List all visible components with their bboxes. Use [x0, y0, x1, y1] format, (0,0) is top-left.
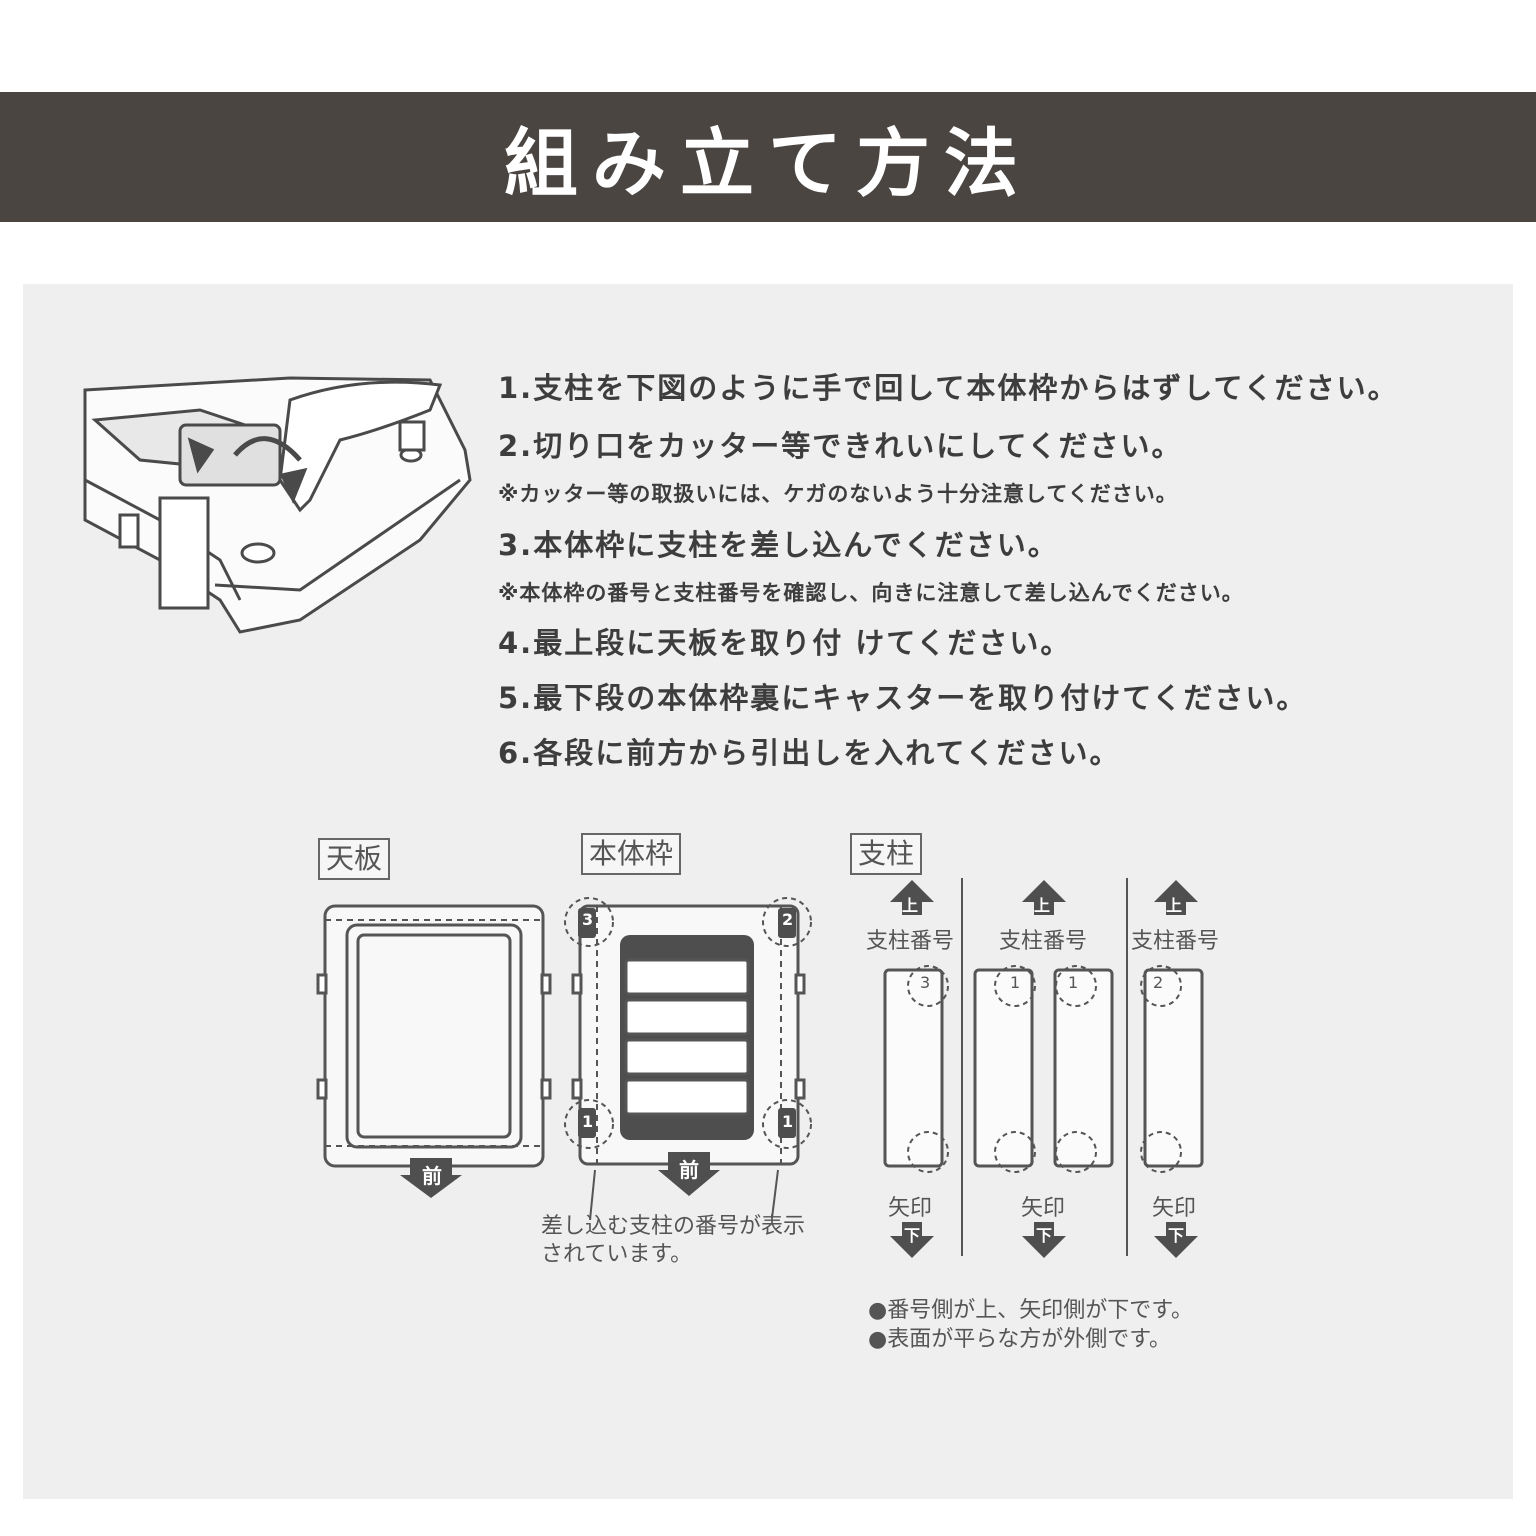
- main-frame-label: 本体枠: [581, 833, 682, 875]
- step-2-note: ※カッター等の取扱いには、ケガのないよう十分注意してください。: [498, 482, 1178, 506]
- front-arrow-top-board: [400, 1158, 462, 1198]
- corner-number-2: 2: [782, 910, 794, 929]
- post-number-label-3: 支柱番号: [1131, 929, 1220, 954]
- step-1: 1.支柱を下図のように手で回して本体枠からはずしてください。: [498, 371, 1399, 405]
- post-number-1a: 1: [1010, 973, 1021, 992]
- arrow-label-1: 矢印: [888, 1196, 933, 1221]
- top-board-drawing: [316, 904, 552, 1168]
- down-label-2: 下: [1036, 1226, 1053, 1245]
- post-number-2: 2: [1153, 973, 1164, 992]
- up-label-1: 上: [902, 896, 919, 915]
- up-label-2: 上: [1034, 896, 1051, 915]
- post-number-3: 3: [920, 973, 931, 992]
- step-6: 6.各段に前方から引出しを入れてください。: [498, 736, 1121, 770]
- up-arrows: [890, 880, 1198, 915]
- down-label-3: 下: [1168, 1226, 1185, 1245]
- corner-number-1-left: 1: [582, 1112, 594, 1131]
- front-arrow-main-frame: [658, 1152, 720, 1196]
- step-3-note: ※本体枠の番号と支柱番号を確認し、向きに注意して差し込んでください。: [498, 581, 1244, 605]
- arrow-label-2: 矢印: [1021, 1196, 1066, 1221]
- post-number-label-2: 支柱番号: [999, 929, 1088, 954]
- frame-twist-illustration: [83, 376, 472, 634]
- main-frame-caption-1: 差し込む支柱の番号が表示: [541, 1214, 806, 1239]
- step-3: 3.本体枠に支柱を差し込んでください。: [498, 528, 1059, 562]
- posts-label: 支柱: [850, 833, 923, 875]
- post-number-label-1: 支柱番号: [866, 929, 955, 954]
- step-2: 2.切り口をカッター等できれいにしてください。: [498, 429, 1183, 463]
- post-number-1b: 1: [1068, 973, 1079, 992]
- corner-number-3: 3: [582, 910, 594, 929]
- down-arrows: [890, 1222, 1198, 1258]
- top-board-label: 天板: [318, 838, 391, 880]
- main-frame-drawing: [564, 897, 812, 1221]
- page-title: 組み立て方法: [504, 120, 1032, 207]
- down-label-1: 下: [904, 1226, 921, 1245]
- title-banner: 組み立て方法: [0, 92, 1536, 222]
- posts-note-2: ●表面が平らな方が外側です。: [868, 1327, 1171, 1352]
- top-board-front-label: 前: [422, 1164, 442, 1188]
- main-frame-front-label: 前: [679, 1158, 699, 1182]
- main-frame-caption-2: されています。: [541, 1242, 693, 1267]
- posts-note-1: ●番号側が上、矢印側が下です。: [868, 1298, 1193, 1323]
- up-label-3: 上: [1166, 896, 1183, 915]
- step-5: 5.最下段の本体枠裏にキャスターを取り付けてください。: [498, 681, 1308, 715]
- corner-number-1-right: 1: [782, 1112, 794, 1131]
- posts-drawing: [883, 878, 1204, 1256]
- arrow-label-3: 矢印: [1152, 1196, 1197, 1221]
- step-4: 4.最上段に天板を取り付 けてください。: [498, 626, 1072, 660]
